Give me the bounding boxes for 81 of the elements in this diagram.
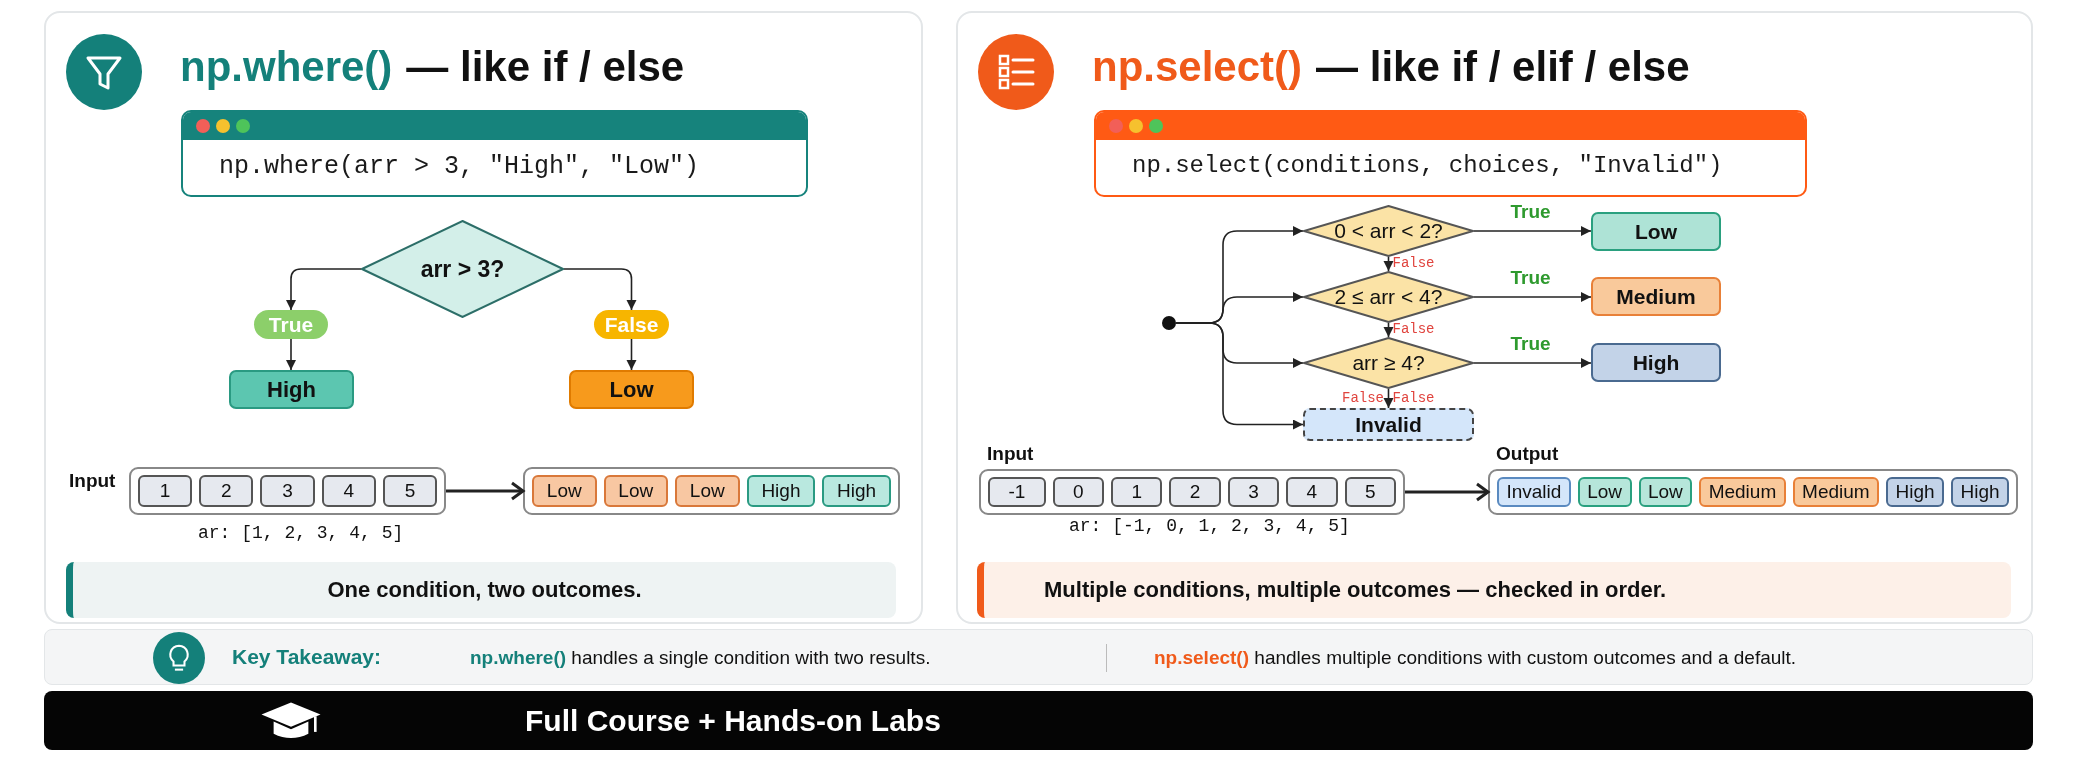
array-cell: High [822, 475, 891, 507]
result-box: Invalid [1303, 408, 1474, 441]
function-heading: np.where() [180, 43, 393, 90]
array-cell: Low [532, 475, 597, 507]
array-cell: 2 [1169, 477, 1221, 507]
array-cell: 2 [199, 475, 254, 507]
edge-label: False [1392, 389, 1435, 406]
array-cell: 5 [382, 475, 437, 507]
result-box: High [229, 370, 354, 409]
takeaway-heading: Key Takeaway: [232, 645, 382, 669]
result-box: Low [1591, 212, 1721, 251]
branch-label: False [1342, 390, 1384, 406]
array-cell: 1 [138, 475, 193, 507]
footer-bar [44, 691, 2033, 750]
code-text: np.select(conditions, choices, "Invalid") [1132, 152, 1723, 179]
panel-card [44, 11, 923, 624]
arrow [626, 338, 637, 371]
arrow [286, 268, 362, 311]
array-cell: High [1886, 477, 1945, 507]
arrow [563, 268, 637, 311]
array-container [129, 467, 446, 515]
start-dot [1162, 316, 1176, 330]
array-cell: Low [603, 475, 669, 507]
array-caption: Input [987, 443, 1034, 465]
arrow [1473, 292, 1592, 302]
array-caption: Output [1496, 443, 1559, 465]
array-cell: Low [1577, 477, 1632, 507]
result-box: Low [569, 370, 694, 409]
array-cell: High [1951, 477, 2009, 507]
branch-badge: True [254, 310, 328, 339]
array-cell: Low [1638, 477, 1693, 507]
takeaway-text: np.select() handles multiple conditions with custom outcomes and a default. [1154, 647, 1797, 669]
heading-text: — like if / else [406, 43, 685, 90]
arrow [1383, 322, 1394, 338]
array-cell: 5 [1344, 477, 1396, 507]
arrow [1405, 482, 1490, 502]
panel-card [956, 11, 2033, 624]
array-literal: ar: [1, 2, 3, 4, 5] [198, 523, 404, 543]
array-cell: 4 [321, 475, 376, 507]
array-cell: 3 [1227, 477, 1280, 507]
arrow [1473, 226, 1592, 236]
array-cell: 0 [1052, 477, 1105, 507]
edge-label: False [1392, 255, 1435, 271]
array-cell: Medium [1699, 477, 1786, 507]
summary-note: Multiple conditions, multiple outcomes — checked in order. [977, 562, 2011, 618]
array-cell: 3 [260, 475, 315, 507]
array-cell: 4 [1286, 477, 1338, 507]
array-caption: Input [69, 470, 116, 492]
function-heading: np.select() [1092, 43, 1303, 90]
result-box: Medium [1591, 277, 1721, 316]
arrow [1175, 322, 1304, 430]
edge-label: False [1392, 321, 1435, 337]
arrow [446, 481, 525, 501]
summary-note: One condition, two outcomes. [66, 562, 896, 618]
array-cell: -1 [988, 477, 1046, 507]
array-cell: Invalid [1497, 477, 1571, 507]
code-window [181, 110, 808, 197]
footer-text: Full Course + Hands-on Labs [525, 704, 941, 738]
array-cell: 1 [1111, 477, 1163, 507]
takeaway-band [44, 629, 2033, 685]
array-literal: ar: [-1, 0, 1, 2, 3, 4, 5] [1069, 516, 1350, 536]
condition-text: 0 < arr < 2? [1334, 219, 1443, 243]
array-container [1488, 469, 2018, 515]
takeaway-text: np.where() handles a single condition with two results. [470, 647, 931, 669]
arrow [286, 338, 296, 371]
array-cell: High [746, 475, 816, 507]
condition-text: 2 ≤ arr < 4? [1334, 285, 1443, 309]
arrow [1383, 388, 1394, 409]
arrow [1383, 256, 1394, 272]
result-box: High [1591, 343, 1721, 382]
code-text: np.where(arr > 3, "High", "Low") [219, 152, 700, 181]
code-window [1094, 110, 1807, 197]
array-container [523, 467, 900, 515]
array-cell: Medium [1792, 477, 1880, 507]
arrow [1473, 358, 1592, 368]
array-cell: Low [675, 475, 740, 507]
condition-text: arr > 3? [420, 255, 505, 283]
heading-text: — like if / elif / else [1316, 43, 1690, 90]
branch-badge: False [594, 310, 669, 339]
condition-text: arr ≥ 4? [1352, 351, 1425, 375]
array-container [979, 469, 1405, 515]
